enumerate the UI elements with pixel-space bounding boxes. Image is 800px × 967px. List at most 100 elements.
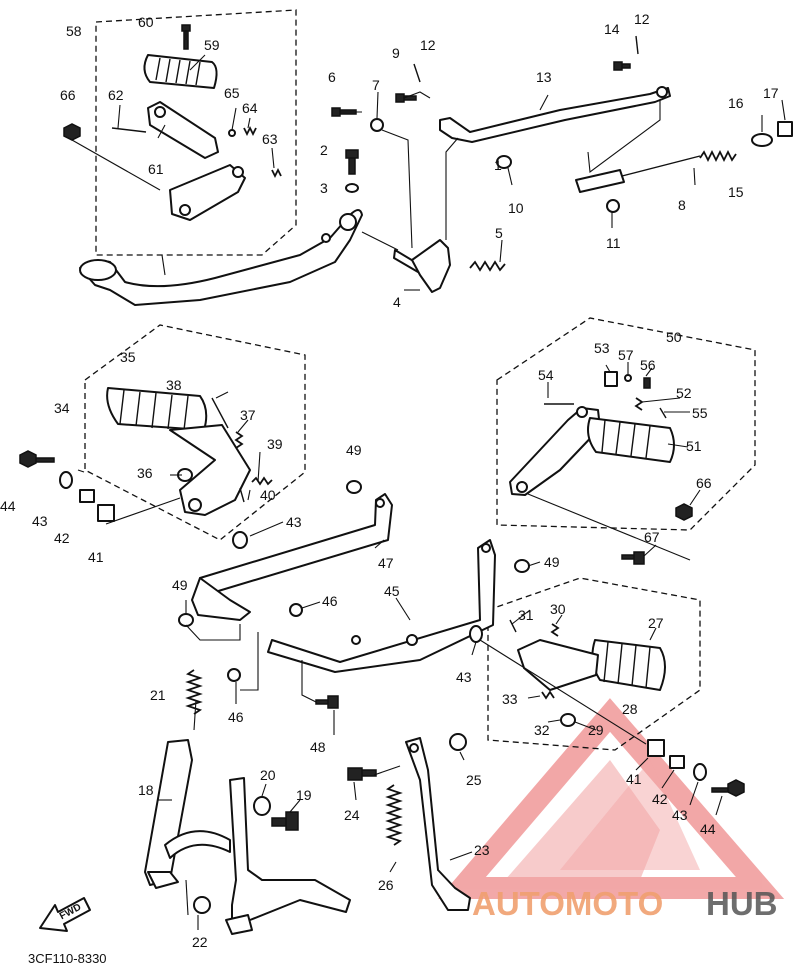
side-stand-23 — [405, 737, 471, 911]
callout-27: 27 — [648, 615, 664, 631]
cap-22 — [193, 896, 211, 914]
bracket-61 — [147, 101, 246, 221]
diagram-code: 3CF110-8330 — [28, 951, 107, 966]
pin-55 — [659, 407, 667, 419]
callout-49-c: 49 — [172, 577, 188, 593]
callout-20: 20 — [260, 767, 276, 783]
nut-49-a — [346, 480, 362, 494]
footrest-35 — [106, 387, 208, 431]
nut-25 — [449, 733, 467, 751]
pin-12-b — [635, 35, 639, 55]
arm-4 — [411, 239, 451, 293]
nut-46-a — [289, 603, 303, 617]
callout-6: 6 — [328, 69, 336, 85]
bolt-67 — [621, 551, 645, 565]
callout-40: 40 — [260, 487, 276, 503]
spring-26 — [385, 784, 403, 846]
collar-42-left — [79, 489, 95, 503]
bush-41-left — [97, 504, 115, 522]
spring-39 — [251, 476, 273, 486]
cap-29 — [560, 713, 576, 727]
watermark: AUTOMOTO HUB — [438, 698, 785, 922]
callout-45: 45 — [384, 583, 400, 599]
footrest-28 — [591, 639, 666, 691]
spring-21 — [185, 669, 203, 715]
watermark-text-hub: HUB — [706, 885, 778, 922]
bolt-62 — [111, 127, 147, 133]
washer-43-right — [693, 763, 707, 781]
callout-42-left: 42 — [54, 530, 70, 546]
spring-52 — [634, 397, 644, 411]
bracket-47 — [191, 493, 393, 621]
callout-39: 39 — [267, 436, 283, 452]
washer-43-mid — [232, 531, 248, 549]
callout-11: 11 — [606, 235, 621, 251]
collar-42-right — [669, 755, 685, 769]
pin-57 — [624, 374, 632, 382]
callout-44-right: 44 — [700, 821, 716, 837]
callout-58: 58 — [66, 23, 82, 39]
watermark-text-auto: AUTOMOTO — [472, 885, 663, 922]
callout-57: 57 — [618, 347, 634, 363]
callout-41-left: 41 — [88, 549, 104, 565]
callout-34: 34 — [54, 400, 70, 416]
callout-30: 30 — [550, 601, 566, 617]
callout-55: 55 — [692, 405, 708, 421]
callout-46-b: 46 — [228, 709, 244, 725]
callout-3: 3 — [320, 180, 328, 196]
callout-15: 15 — [728, 184, 744, 200]
callout-53: 53 — [594, 340, 610, 356]
clip-56 — [643, 377, 651, 389]
callout-56: 56 — [640, 357, 656, 373]
callout-42-right: 42 — [652, 791, 668, 807]
callout-22: 22 — [192, 934, 208, 950]
washer-3 — [345, 183, 359, 193]
bracket-45 — [267, 539, 496, 673]
group-box-58 — [95, 9, 297, 256]
callout-46-a: 46 — [322, 593, 338, 609]
callout-43-right: 43 — [672, 807, 688, 823]
callout-51: 51 — [686, 438, 702, 454]
brake-pedal — [79, 209, 363, 306]
callouts: 1 2 3 4 5 6 7 8 9 10 11 12 12 13 14 15 1… — [0, 11, 779, 950]
callout-17: 17 — [763, 85, 779, 101]
group-box-27 — [487, 577, 701, 751]
callout-25: 25 — [466, 772, 482, 788]
bolt-19 — [271, 811, 299, 831]
callout-48: 48 — [310, 739, 326, 755]
watermark-logo-triangle — [438, 698, 785, 899]
spring-15 — [699, 149, 737, 163]
washer-43-c — [469, 625, 483, 643]
callout-10: 10 — [508, 200, 524, 216]
callout-18: 18 — [138, 782, 154, 798]
bolt-14 — [613, 61, 631, 71]
pin-38 — [211, 397, 229, 429]
callout-12-b: 12 — [634, 11, 650, 27]
bolt-66-right — [675, 503, 693, 521]
rod-8 — [575, 155, 701, 193]
pin-65 — [228, 129, 236, 137]
nut-46-b — [227, 668, 241, 682]
callout-23: 23 — [474, 842, 490, 858]
callout-43-c: 43 — [456, 669, 472, 685]
spring-64 — [243, 125, 257, 137]
fwd-arrow: FWD — [39, 897, 91, 932]
group-box-34 — [84, 324, 306, 541]
pin-11 — [606, 199, 620, 213]
callout-60: 60 — [138, 14, 154, 30]
spring-30 — [550, 623, 560, 637]
callout-66-right: 66 — [696, 475, 712, 491]
footrest-51 — [587, 417, 675, 463]
spring-5 — [469, 260, 506, 272]
callout-54: 54 — [538, 367, 554, 383]
center-stand-18 — [144, 739, 351, 935]
pin-16 — [751, 133, 773, 147]
bracket-34 — [169, 424, 251, 516]
callout-32: 32 — [534, 722, 550, 738]
callout-1: 1 — [494, 157, 502, 173]
callout-33: 33 — [502, 691, 518, 707]
washer-43-left — [59, 471, 73, 489]
callout-7: 7 — [372, 77, 380, 93]
bolt-66-top — [63, 123, 81, 141]
callout-65: 65 — [224, 85, 240, 101]
